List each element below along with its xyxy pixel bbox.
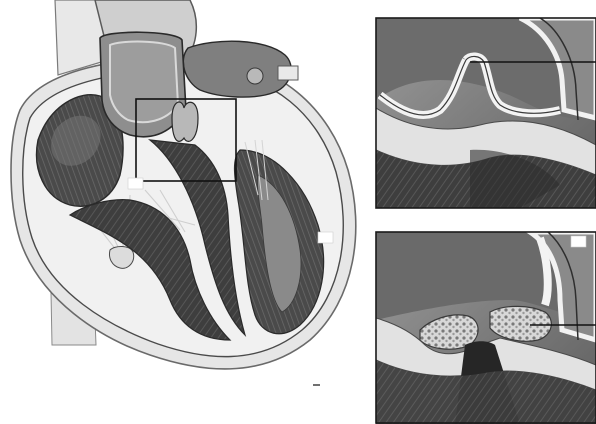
label-marker	[571, 236, 586, 247]
aortic-valve-normal-detail	[376, 18, 596, 208]
aortic-valve-cusp	[172, 102, 198, 141]
left-atrium	[183, 41, 291, 97]
label-marker	[318, 232, 333, 243]
label-marker	[128, 178, 143, 189]
aortic-root-inner	[110, 42, 178, 123]
heart-cross-section	[11, 0, 356, 385]
pulmonary-vein	[278, 66, 298, 80]
pulmonary-vein-opening	[247, 68, 263, 84]
aortic-valve-calcified-detail	[376, 232, 596, 424]
